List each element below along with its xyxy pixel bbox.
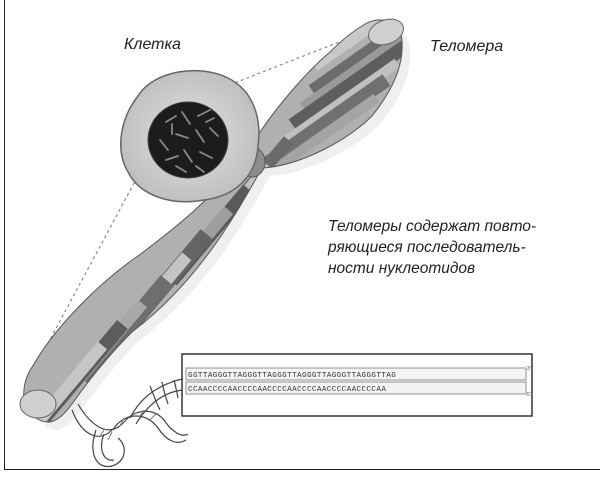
strand-end-top: 3' — [527, 366, 531, 372]
description-line-1: Теломеры содержат повто- — [328, 216, 536, 237]
telomere-label: Теломера — [430, 38, 503, 56]
description-line-3: ности нуклеотидов — [328, 258, 536, 279]
sequence-top-strand: GGTTAGGGTTAGGGTTAGGGTTAGGGTTAGGGTTAGGGTT… — [188, 372, 524, 380]
telomere-cap-bottom — [20, 390, 56, 418]
strand-end-bottom: 5' — [527, 392, 531, 398]
description-line-2: ряющиеся последователь- — [328, 237, 536, 258]
dna-helix-rungs — [100, 410, 156, 440]
cell-label: Клетка — [124, 36, 181, 54]
sequence-bottom-strand: CCAACCCCAACCCCAACCCCAACCCCAACCCCAACCCCAA — [188, 386, 524, 394]
description-text: Теломеры содержат повто- ряющиеся послед… — [328, 216, 536, 279]
